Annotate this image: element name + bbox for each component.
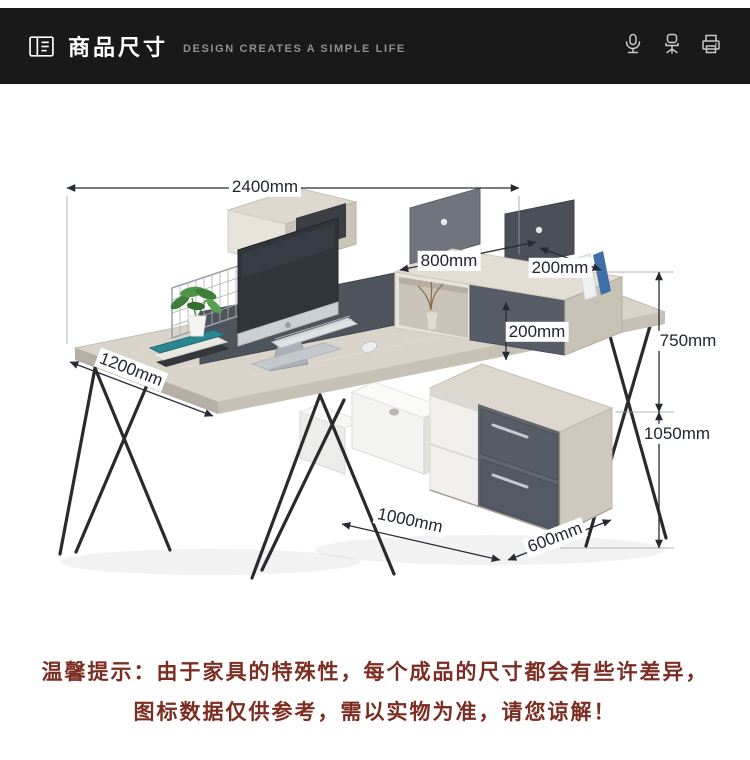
microphone-icon [622,32,644,61]
imac-monitor [237,217,342,372]
notice-line-1: 温馨提示：由于家具的特殊性，每个成品的尺寸都会有些许差异， [41,661,709,684]
desk-plant [148,286,230,367]
dimension-upper-height: 750mm [656,330,720,352]
dimension-shelf-depth: 200mm [528,257,592,279]
header-feature-icons [622,32,722,61]
dimension-shelf-height: 200mm [505,321,569,343]
workstation-illustration [58,184,674,580]
dimension-top-width: 2400mm [228,176,302,198]
file-cabinet [428,363,614,535]
chair-icon [661,32,683,61]
dimension-shelf-width: 800mm [417,250,481,272]
notice-line-2: 图标数据仅供参考，需以实物为准，请您谅解！ [133,701,617,725]
catalog-icon [28,33,55,60]
printer-icon [700,32,722,61]
header-bar: 商品尺寸 DESIGN CREATES A SIMPLE LIFE [0,8,750,84]
header-subtitle: DESIGN CREATES A SIMPLE LIFE [183,42,406,55]
keyboard-mouse [270,315,378,353]
notice-text: 温馨提示：由于家具的特殊性，每个成品的尺寸都会有些许差异， 图标数据仅供参考，需… [0,653,750,734]
dimension-overall-height: 1050mm [640,423,714,445]
page-title: 商品尺寸 [68,35,169,60]
